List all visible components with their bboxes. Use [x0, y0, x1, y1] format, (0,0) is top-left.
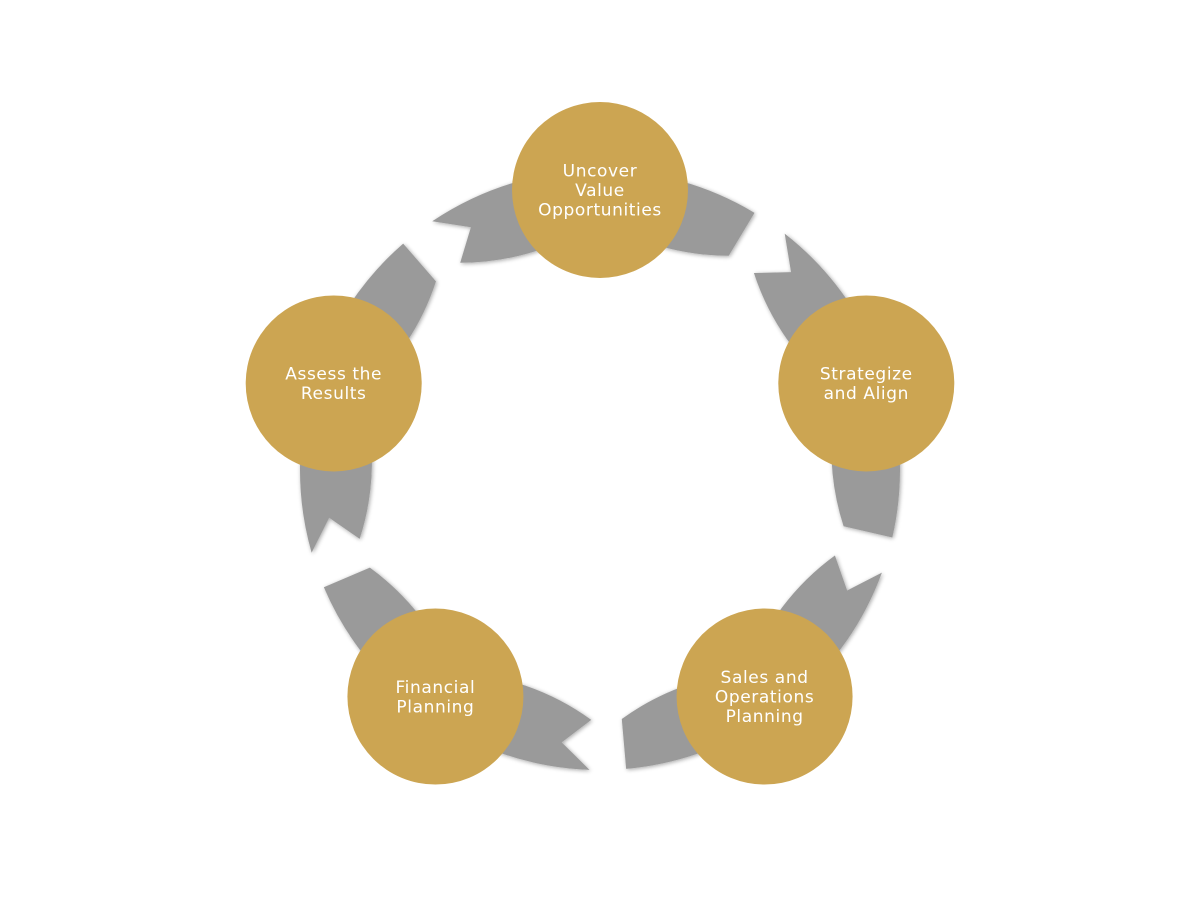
- node-label-line: Planning: [726, 707, 804, 727]
- node-label-line: Sales and: [721, 668, 809, 688]
- node-label-line: Opportunities: [538, 201, 662, 221]
- node-circle: [512, 102, 688, 278]
- node-label-line: Financial: [395, 678, 475, 698]
- node-label-line: Results: [301, 384, 367, 404]
- node-label-line: Planning: [396, 697, 474, 717]
- node-circle: [347, 608, 524, 785]
- node-label-line: Value: [575, 181, 625, 201]
- node-label-line: and Align: [824, 384, 909, 404]
- node-label-line: Assess the: [285, 365, 382, 385]
- node-label-line: Operations: [715, 688, 814, 708]
- node-label-line: Strategize: [820, 365, 913, 385]
- node-label-line: Uncover: [563, 162, 638, 182]
- node-circle: [245, 295, 422, 472]
- node-circle: [676, 608, 853, 785]
- node-circle: [778, 295, 955, 472]
